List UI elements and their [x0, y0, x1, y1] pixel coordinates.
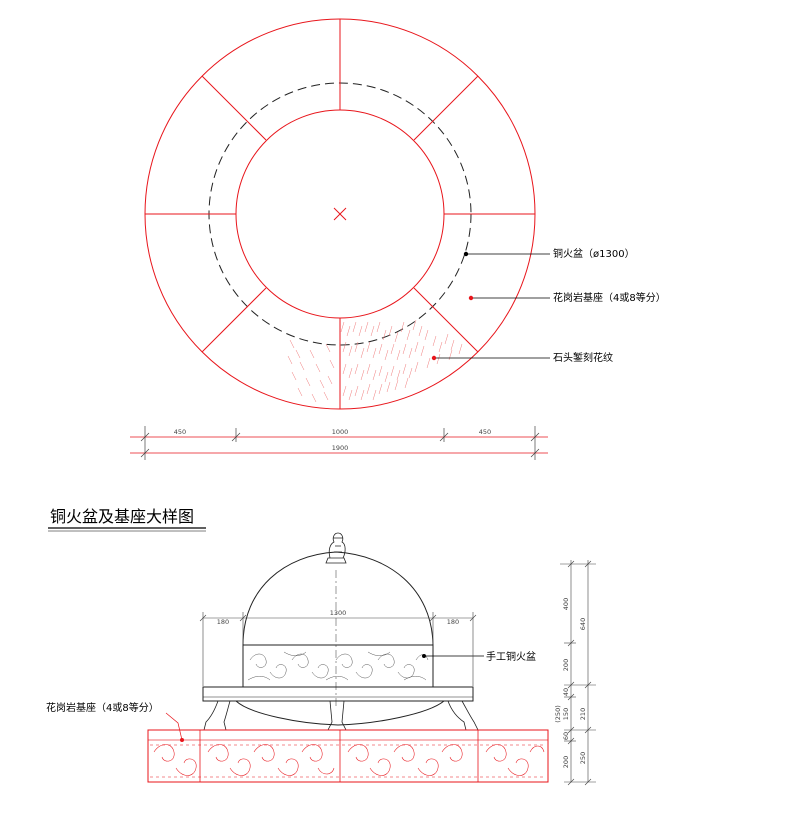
carving-leader-dot [431, 355, 437, 361]
drawing-title: 铜火盆及基座大样图 [50, 507, 194, 526]
bowl-leader-dot [463, 251, 469, 257]
leader-lines [434, 253, 550, 359]
bowl-rim [202, 686, 474, 702]
vdim-plinth: 200 [562, 756, 570, 768]
center-mark [333, 207, 347, 221]
plan-carving-label: 石头錾刻花纹 [553, 351, 613, 364]
plan-dim-right: 450 [479, 428, 491, 436]
base-leader-dot [468, 295, 474, 301]
vdim-legs: 150 [562, 708, 570, 720]
vdim-dome: 400 [562, 598, 570, 610]
bowl-lower [235, 700, 445, 726]
elev-dim-left: 180 [217, 618, 229, 626]
vdim-plinth-top: 60 [562, 732, 570, 740]
granite-base [147, 729, 549, 783]
elevation-bowl-label: 手工铜火盆 [486, 650, 536, 663]
plan-bowl-label: 铜火盆（ø1300） [553, 247, 635, 260]
bowl-dome-lid [242, 551, 434, 646]
elev-dim-right: 180 [447, 618, 459, 626]
detail-title: 铜火盆及基座大样图 [48, 507, 206, 532]
band-scroll-pattern [247, 651, 429, 681]
lion-finial [325, 532, 347, 564]
vdim-legs-alt: (250) [554, 705, 562, 722]
elev-dim-bowl: 1300 [330, 609, 347, 617]
vdim-upper-total: 640 [579, 618, 587, 630]
elevation-width-dimensions: 180 1300 180 [199, 609, 477, 686]
plan-base-label: 花岗岩基座（4或8等分） [553, 291, 666, 304]
plan-dim-total: 1900 [332, 444, 349, 452]
elevation-height-dimensions: 400 200 40 150 (250) 210 60 200 640 250 [554, 560, 596, 786]
vdim-rim: 40 [562, 688, 570, 696]
plan-dim-left: 450 [174, 428, 186, 436]
plan-view: 铜火盆（ø1300） 花岗岩基座（4或8等分） 石头錾刻花纹 [144, 18, 666, 410]
elevation-leaders [165, 654, 484, 742]
vdim-band: 200 [562, 659, 570, 671]
vdim-plinth-total: 250 [579, 752, 587, 764]
vdim-legs-total: 210 [579, 708, 587, 720]
plan-dim-middle: 1000 [332, 428, 349, 436]
elevation-base-label: 花岗岩基座（4或8等分） [46, 701, 159, 714]
base-division-lines [145, 19, 535, 409]
plan-dimensions: 450 1000 450 1900 [130, 426, 548, 460]
base-scroll-carving [150, 744, 546, 778]
bowl-band [242, 644, 434, 688]
elevation-view: 手工铜火盆 花岗岩基座（4或8等分） [46, 532, 549, 783]
carving-hatch [287, 319, 463, 403]
